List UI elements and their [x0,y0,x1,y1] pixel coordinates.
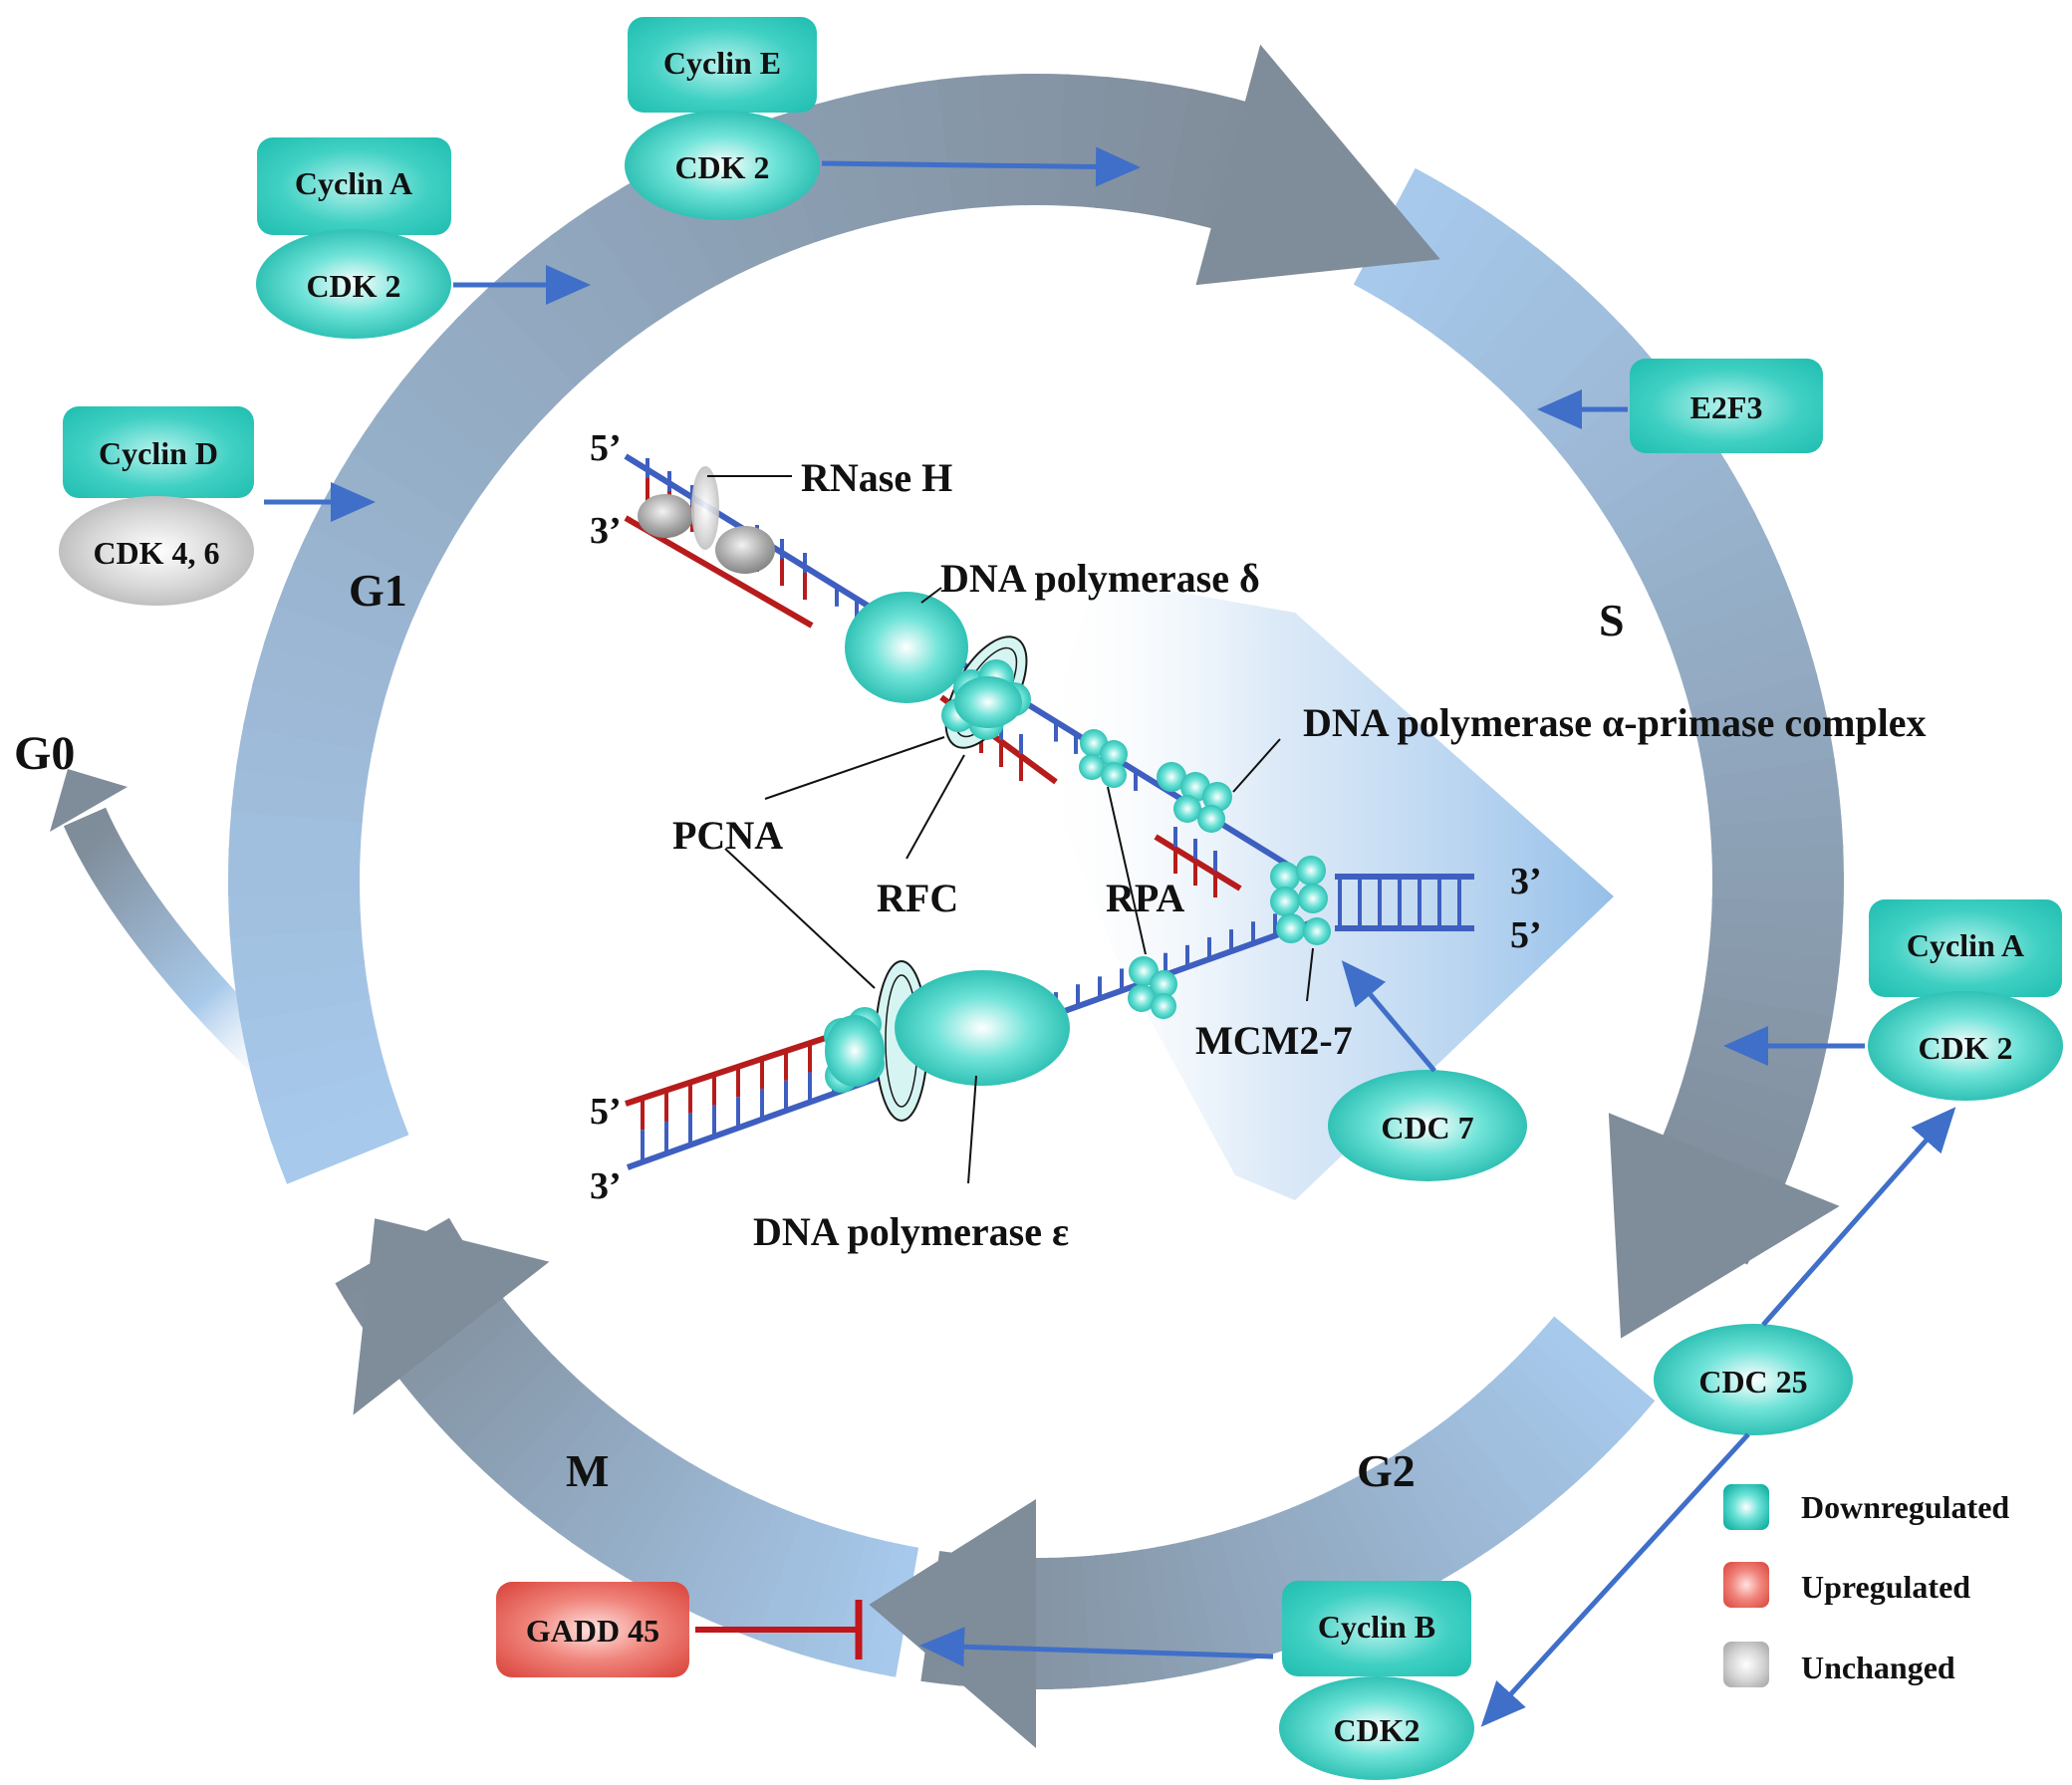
cyclin-e-label: Cyclin E [663,45,781,81]
leader-lines [724,736,1147,1184]
cyclin-a-right-label: Cyclin A [1907,927,2024,963]
cyclin-a-cdk2-right-complex: Cyclin A CDK 2 [1868,899,2063,1101]
arrow-cdc7-to-mcm [1341,960,1436,1073]
strand-end-top-3prime: 3’ [590,510,622,552]
phase-g0-label: G0 [14,727,75,780]
rpa-upper [1079,729,1128,788]
cdk2-right-ellipse [1868,991,2063,1101]
arrowhead-s-to-g2 [1608,1113,1840,1339]
rnase-h-label: RNase H [801,455,952,500]
strand-end-top-5prime: 5’ [590,427,622,469]
e2f3-node: E2F3 [1630,359,1823,453]
cyclin-d-box [63,406,254,498]
cyclin-e-box [628,17,817,113]
rfc-lower [824,1007,885,1093]
cdk2-e-ellipse [625,111,820,220]
gadd45-node: GADD 45 [496,1582,689,1677]
strand-end-right-5prime: 5’ [1510,914,1542,956]
dna-polymerase-delta-label: DNA polymerase δ [940,556,1260,601]
legend-swatch-downregulated [1723,1484,1769,1530]
rfc-upper [941,659,1031,740]
cyclin-a-cdk2-top-complex: Cyclin A CDK 2 [256,137,451,339]
arrow-cyclin-b-to-m [919,1627,1274,1667]
dna-polymerase-delta [845,592,968,703]
arrowhead-m-to-g1 [353,1218,550,1415]
rpa-lower [1128,956,1177,1019]
cdk46-ellipse [59,496,254,606]
cdc25-ellipse [1654,1324,1853,1435]
arrowhead-g2-to-m [869,1499,1036,1748]
cdk46-label: CDK 4, 6 [93,535,219,571]
rnase-h [638,466,775,574]
strand-end-bottom-3prime: 3’ [590,1165,622,1207]
pcna-label: PCNA [672,813,783,858]
legend-swatch-upregulated [1723,1562,1769,1608]
cyclin-a-right-box [1869,899,2062,997]
dna-polymerase-alpha-primase [1157,762,1232,833]
gadd45-label: GADD 45 [526,1613,659,1649]
legend: Downregulated Upregulated Unchanged [1723,1484,2009,1687]
legend-label-downregulated: Downregulated [1801,1489,2009,1525]
cdc7-label: CDC 7 [1381,1110,1473,1146]
arrow-cyclin-e-to-s [821,146,1141,187]
legend-swatch-unchanged [1723,1642,1769,1687]
mcm2-7-helicase [1270,856,1331,945]
cyclin-b-label: Cyclin B [1318,1609,1435,1645]
cell-cycle-ring [50,44,1844,1748]
arrow-cdc25-to-cdk2-right [1761,1107,1956,1327]
cyclin-d-label: Cyclin D [99,435,218,471]
strand-end-right-3prime: 3’ [1510,861,1542,902]
cdc7-node: CDC 7 [1328,1070,1527,1181]
g0-arrowhead [50,769,128,832]
e2f3-box [1630,359,1823,453]
cdk2-b-ellipse [1279,1676,1474,1780]
cyclin-e-cdk2-complex: Cyclin E CDK 2 [625,17,820,220]
cdk2-top-label: CDK 2 [306,268,400,304]
phase-g1-label: G1 [349,565,407,616]
dna-polymerase-alpha-primase-label: DNA polymerase α-primase complex [1303,700,1927,745]
cyclin-d-cdk46-complex: Cyclin D CDK 4, 6 [59,406,254,606]
strand-end-bottom-5prime: 5’ [590,1091,622,1133]
legend-label-unchanged: Unchanged [1801,1650,1955,1685]
dna-replication-fork: 5’ 3’ 3’ 5’ 5’ 3’ RNase H DNA polymerase… [590,427,1927,1254]
cdc25-label: CDC 25 [1698,1364,1807,1400]
rpa-label: RPA [1106,876,1184,920]
legend-label-upregulated: Upregulated [1801,1569,1970,1605]
replication-fork-background [1036,578,1614,1200]
dna-polymerase-epsilon [895,970,1070,1086]
mcm2-7-label: MCM2-7 [1195,1018,1353,1063]
phase-s-label: S [1599,595,1625,645]
cyclin-a-top-box [257,137,451,235]
gadd45-box [496,1582,689,1677]
cyclin-b-box [1282,1581,1471,1676]
arrowhead-g1-to-s [1195,44,1440,286]
cyclin-b-cdk2-complex: Cyclin B CDK2 [1279,1581,1474,1780]
phase-m-label: M [566,1445,609,1496]
cdc25-node: CDC 25 [1654,1324,1853,1435]
arrow-cdc25-to-cdk2-b [1480,1432,1750,1727]
cdk2-b-label: CDK2 [1333,1712,1420,1748]
cdk2-right-label: CDK 2 [1918,1030,2012,1066]
cdc7-ellipse [1328,1070,1527,1181]
cdk2-top-ellipse [256,229,451,339]
e2f3-label: E2F3 [1690,389,1763,425]
dna-polymerase-epsilon-label: DNA polymerase ε [753,1209,1069,1254]
rfc-label: RFC [877,876,958,920]
phase-g2-label: G2 [1357,1445,1416,1496]
cyclin-a-top-label: Cyclin A [295,165,412,201]
cdk2-e-label: CDK 2 [674,149,769,185]
